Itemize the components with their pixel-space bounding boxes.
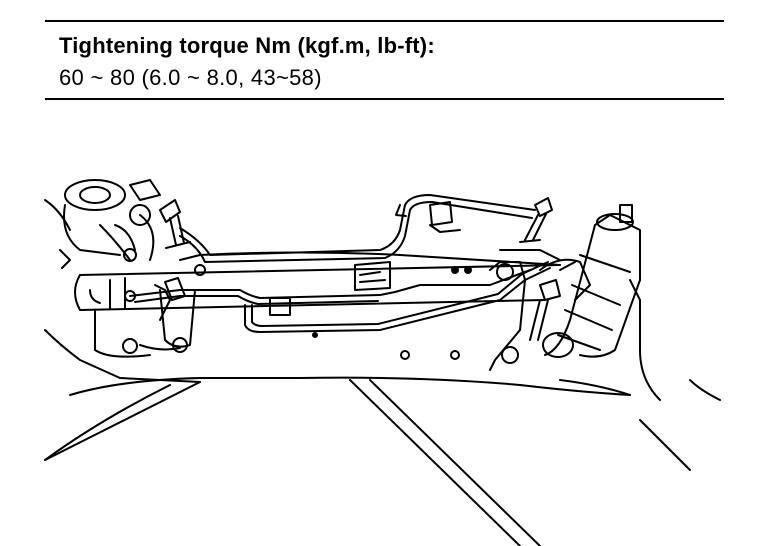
top-rule [45, 20, 724, 22]
torque-spec-label: Tightening torque Nm (kgf.m, lb-ft): [59, 33, 435, 58]
left-boot [59, 179, 161, 269]
subframe-outline [44, 199, 721, 471]
left-mount-bolt [159, 199, 191, 249]
right-boot [542, 204, 641, 358]
torque-spec-value: 60 ~ 80 (6.0 ~ 8.0, 43~58) [59, 65, 322, 90]
bottom-rule [45, 98, 724, 100]
right-bracket [489, 258, 591, 371]
right-mount-bolt [519, 197, 561, 341]
fittings [123, 204, 561, 276]
torque-spec-box: Tightening torque Nm (kgf.m, lb-ft): 60 … [45, 20, 724, 100]
perspective-lines [44, 379, 541, 546]
center-bracket [312, 201, 472, 360]
rack-housing [74, 251, 561, 358]
